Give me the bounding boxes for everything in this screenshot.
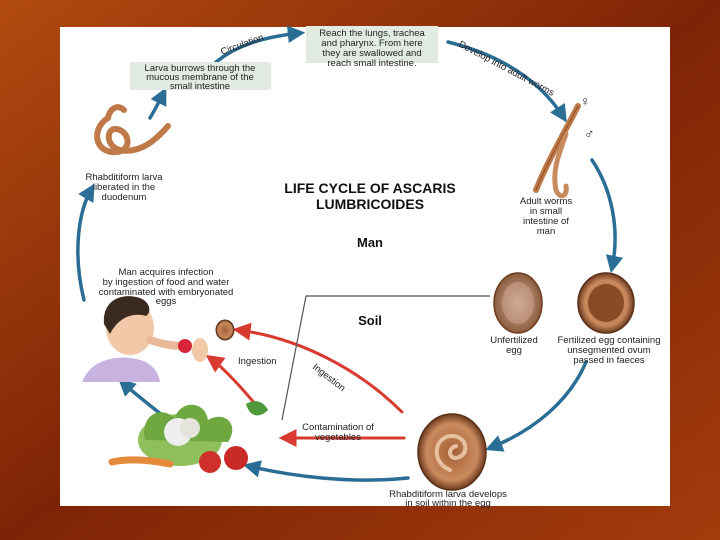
host-label-man: Man <box>357 235 383 250</box>
contamination-label-line: vegetables <box>315 432 361 443</box>
soil-larva-label-line: Rhabditiform larva develops <box>389 489 507 500</box>
burrow-label-line: Larva burrows through the <box>145 63 256 74</box>
lungs-label-line: reach small intestine. <box>327 58 416 69</box>
lungs-label-line: and pharynx. From here <box>321 38 422 49</box>
small-egg-illustration <box>215 319 235 341</box>
infection-label: Man acquires infection by ingestion of f… <box>99 267 234 307</box>
diagram-title-line1: LIFE CYCLE OF ASCARIS <box>284 180 455 196</box>
man-illustration <box>82 296 208 382</box>
burrow-label: Larva burrows through the mucous membran… <box>145 63 256 92</box>
arrow-adult-to-eggs <box>590 158 624 274</box>
unfertilized-egg-illustration <box>493 272 543 334</box>
burrow-label-line: small intestine <box>170 81 230 92</box>
fertilized-label-line: Fertilized egg containing <box>558 335 661 346</box>
host-label-soil: Soil <box>358 313 382 328</box>
arrow-man-to-larva <box>76 183 95 302</box>
infection-label-line: by ingestion of food and water <box>103 277 230 288</box>
infection-label-line: eggs <box>156 296 177 307</box>
arrow-lungs-to-adult <box>446 40 567 123</box>
fertilized-label-line: unsegmented ovum <box>567 345 651 356</box>
lungs-label-line: they are swallowed and <box>322 48 421 59</box>
arrow-egg-to-mouth <box>232 322 404 414</box>
lungs-label-line: Reach the lungs, trachea <box>319 28 425 39</box>
embryonated-egg-soil-illustration <box>417 413 487 491</box>
adult-label-line: Adult worms <box>520 196 573 207</box>
diagram-title-line2: LUMBRICOIDES <box>316 196 424 212</box>
arrow-soil-larva-to-vegetables <box>242 460 410 482</box>
male-symbol: ♂ <box>584 125 595 141</box>
lungs-label-box <box>306 26 438 63</box>
duodenum-label-line: duodenum <box>102 192 147 203</box>
soil-larva-label-line: in soil within the egg <box>405 498 491 509</box>
contamination-label: Contamination of vegetables <box>302 422 374 443</box>
arrow-larva-to-burrow <box>148 87 167 120</box>
soil-larva-label: Rhabditiform larva develops in soil with… <box>389 489 507 509</box>
contamination-label-line: Contamination of <box>302 422 374 433</box>
burrow-label-line: mucous membrane of the <box>146 72 254 83</box>
man-soil-divider <box>281 295 490 421</box>
fertilized-label-line: passed in faeces <box>573 355 645 366</box>
unfertilized-label-line: egg <box>506 345 522 356</box>
burrow-label-box <box>130 62 271 90</box>
female-symbol: ♀ <box>580 93 591 109</box>
ingestion-arrow-label-1: Ingestion <box>238 356 277 367</box>
adult-label-line: intestine of <box>523 216 569 227</box>
fertilized-egg-illustration <box>577 272 635 334</box>
arrow-eggs-to-soil-larva <box>485 360 588 452</box>
adult-label-line: in small <box>530 206 562 217</box>
adult-label-line: man <box>537 226 555 237</box>
fertilized-egg-label: Fertilized egg containing unsegmented ov… <box>558 335 661 366</box>
arrow-burrow-to-circulation <box>214 25 306 64</box>
adult-worms-label: Adult worms in small intestine of man <box>520 196 573 237</box>
rhabditiform-larva-illustration <box>94 104 171 156</box>
adult-worms-illustration <box>533 103 581 199</box>
unfertilized-egg-label: Unfertilized egg <box>490 335 538 356</box>
duodenum-label-line: Rhabditiform larva <box>85 172 163 183</box>
vegetables-illustration <box>108 401 268 473</box>
rhabditiform-duodenum-label: Rhabditiform larva liberated in the duod… <box>85 172 163 203</box>
unfertilized-label-line: Unfertilized <box>490 335 538 346</box>
infection-label-line: Man acquires infection <box>118 267 213 278</box>
lungs-label: Reach the lungs, trachea and pharynx. Fr… <box>319 28 425 69</box>
duodenum-label-line: liberated in the <box>93 182 155 193</box>
infection-label-line: contaminated with embryonated <box>99 287 234 298</box>
